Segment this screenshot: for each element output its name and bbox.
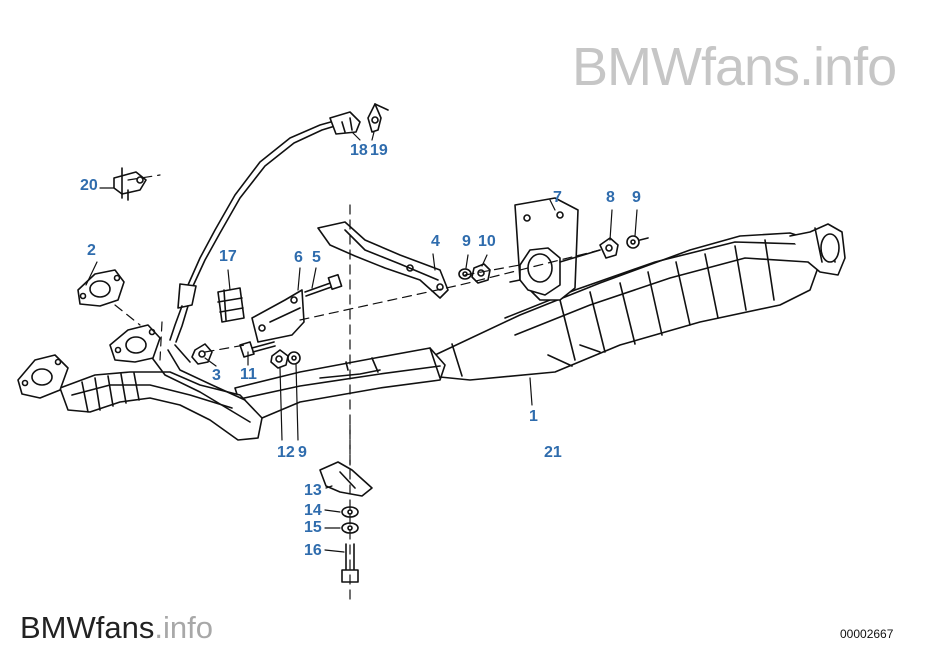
callout-part-5[interactable]: 5 [312, 249, 321, 266]
front-pipe-assembly [59, 344, 263, 441]
oxygen-sensor-cable [169, 111, 361, 343]
callout-part-1[interactable]: 1 [529, 408, 538, 425]
nut-part-12 [270, 349, 289, 369]
callout-part-9-a[interactable]: 9 [632, 189, 641, 206]
clip-part-19 [367, 103, 389, 133]
callout-part-4[interactable]: 4 [431, 233, 440, 250]
washer-part-9b [626, 235, 649, 249]
callout-part-12[interactable]: 12 [277, 444, 295, 461]
callout-part-19[interactable]: 19 [370, 142, 388, 159]
callout-part-15[interactable]: 15 [304, 519, 322, 536]
gasket-part-2 [77, 269, 125, 307]
watermark-bottom: BMWfans.info [20, 610, 213, 645]
leader-lines [85, 131, 638, 553]
assembly-lines [114, 174, 601, 601]
bolt-part-5 [304, 273, 343, 297]
front-flange-right [109, 324, 161, 363]
tail-pipe [789, 223, 846, 276]
callout-part-16[interactable]: 16 [304, 542, 322, 559]
nut-part-10 [471, 263, 491, 284]
front-flange-left [17, 354, 69, 399]
callout-part-11[interactable]: 11 [240, 366, 257, 383]
hanger-bracket-part-6 [251, 289, 305, 343]
callout-part-18[interactable]: 18 [350, 142, 368, 159]
callout-part-3[interactable]: 3 [212, 367, 221, 384]
callout-part-14[interactable]: 14 [304, 502, 322, 519]
diagram-code: 00002667 [840, 627, 894, 641]
callout-part-8[interactable]: 8 [606, 189, 615, 206]
bracket-part-20 [113, 167, 147, 201]
callout-part-13[interactable]: 13 [304, 482, 322, 499]
callout-part-7[interactable]: 7 [553, 189, 562, 206]
callout-part-10[interactable]: 10 [478, 233, 496, 250]
washer-part-9c [287, 351, 301, 365]
callout-part-2[interactable]: 2 [87, 242, 96, 259]
intermediate-pipe [234, 343, 463, 421]
rubber-mount-part-17 [217, 287, 245, 323]
bolt-part-11 [239, 341, 276, 358]
callout-part-21[interactable]: 21 [544, 444, 562, 461]
mount-bracket-part-7 [509, 197, 601, 301]
nut-part-8 [599, 237, 619, 259]
callout-part-17[interactable]: 17 [219, 248, 237, 265]
callout-part-20[interactable]: 20 [80, 177, 98, 194]
callout-part-9-b[interactable]: 9 [462, 233, 471, 250]
watermark-top: BMWfans.info [572, 37, 897, 97]
callout-part-9-c[interactable]: 9 [298, 444, 307, 461]
clamp-part-13 [319, 461, 373, 497]
muffler-main [434, 232, 821, 381]
callout-part-6[interactable]: 6 [294, 249, 303, 266]
